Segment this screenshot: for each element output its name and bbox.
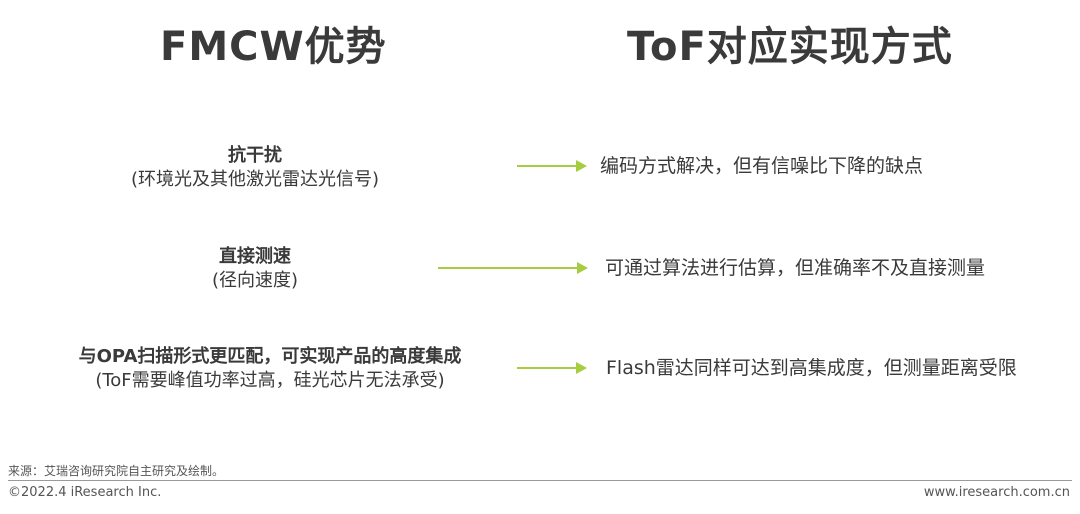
website-link[interactable]: www.iresearch.com.cn — [923, 485, 1070, 500]
advantage-item-direct-velocity: 直接测速 (径向速度) — [170, 245, 340, 293]
advantage-title: 抗干扰 — [228, 145, 282, 166]
advantage-title: 直接测速 — [219, 246, 291, 267]
tof-implementation-heading: ToF对应实现方式 — [627, 24, 953, 70]
arrow-right-icon — [517, 160, 587, 172]
advantage-title: 与OPA扫描形式更匹配，可实现产品的高度集成 — [78, 346, 462, 367]
advantage-subtitle: (ToF需要峰值功率过高，硅光芯片无法承受) — [95, 370, 445, 391]
tof-result-text: Flash雷达同样可达到高集成度，但测量距离受限 — [606, 357, 1017, 379]
advantage-subtitle: (环境光及其他激光雷达光信号) — [130, 169, 380, 190]
tof-result-text: 编码方式解决，但有信噪比下降的缺点 — [600, 155, 924, 177]
copyright-text: ©2022.4 iResearch Inc. — [8, 485, 162, 500]
footer-divider — [8, 480, 1072, 481]
advantage-item-opa-integration: 与OPA扫描形式更匹配，可实现产品的高度集成 (ToF需要峰值功率过高，硅光芯片… — [50, 345, 490, 393]
arrow-right-icon — [517, 362, 587, 374]
source-note: 来源：艾瑞咨询研究院自主研究及绘制。 — [8, 464, 225, 478]
arrow-right-icon — [438, 262, 588, 274]
fmcw-advantages-heading: FMCW优势 — [160, 24, 387, 70]
advantage-subtitle: (径向速度) — [211, 270, 299, 291]
advantage-item-anti-interference: 抗干扰 (环境光及其他激光雷达光信号) — [130, 144, 380, 192]
tof-result-text: 可通过算法进行估算，但准确率不及直接测量 — [605, 257, 986, 279]
